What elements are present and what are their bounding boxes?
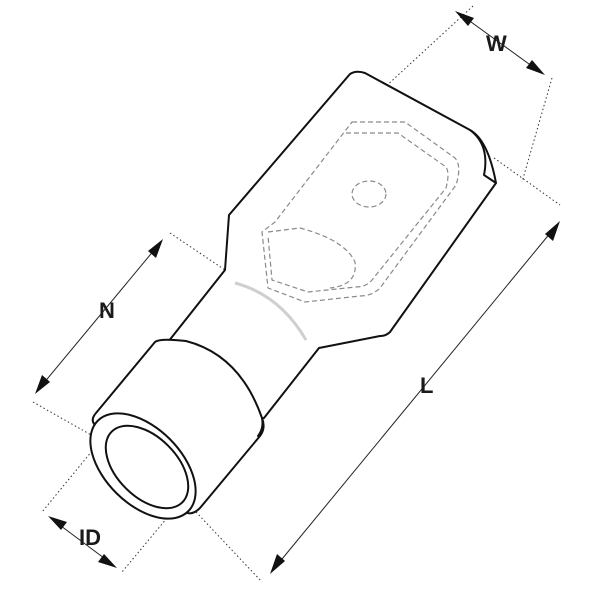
label-w: W xyxy=(486,31,507,56)
hidden-contact xyxy=(261,121,460,303)
dimension-id xyxy=(48,516,117,568)
label-id: ID xyxy=(79,525,101,550)
dimension-l xyxy=(270,221,560,574)
extension-lines xyxy=(32,5,561,583)
label-l: L xyxy=(420,373,433,398)
dimension-n xyxy=(35,239,163,394)
dimension-w xyxy=(455,11,545,75)
crimp-zone xyxy=(234,281,308,341)
receptacle-body xyxy=(167,70,497,441)
label-n: N xyxy=(99,298,115,323)
barrel-opening xyxy=(89,412,197,520)
